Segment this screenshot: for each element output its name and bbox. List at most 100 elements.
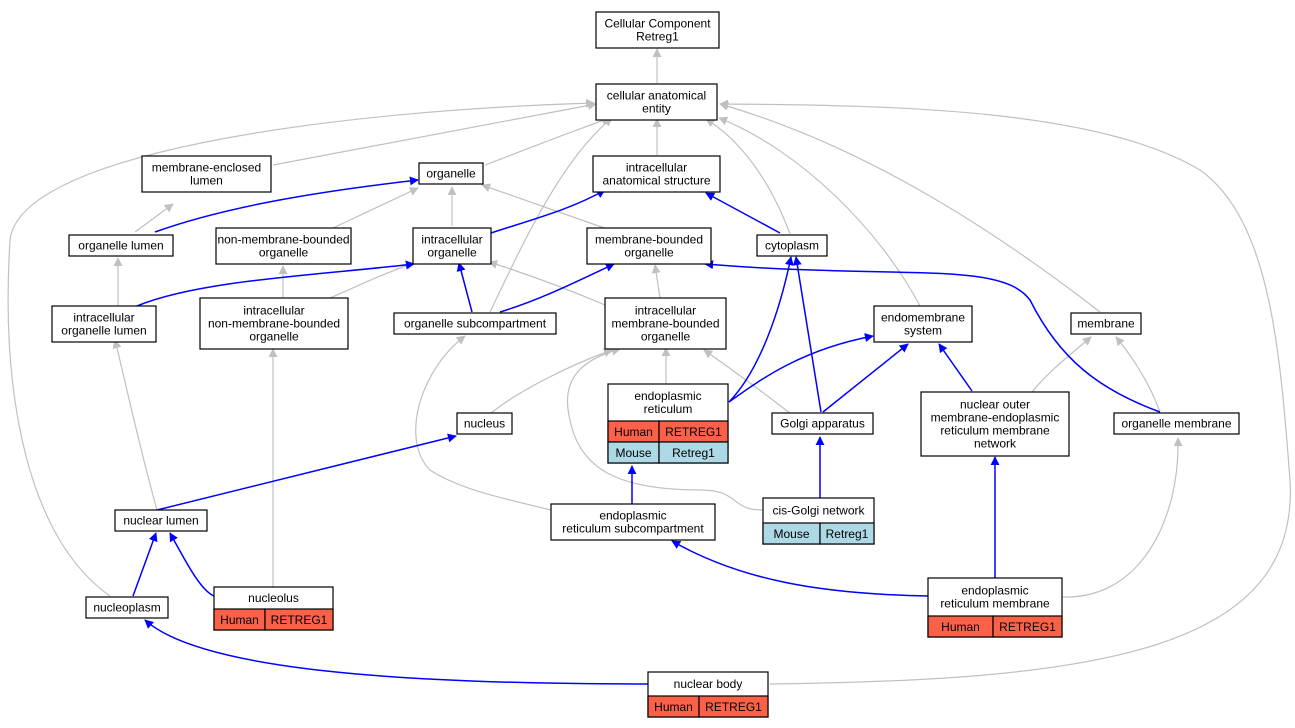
edge-is-a [332, 187, 419, 229]
gene-cell [264, 608, 334, 631]
term-label-line: anatomical structure [602, 174, 710, 188]
term-label-line: membrane-enclosed [152, 161, 261, 175]
edge-is-a [651, 264, 661, 299]
edge-is-a [490, 348, 613, 414]
term-box [586, 227, 712, 265]
edge-is-a [488, 260, 606, 306]
gene-label: RETREG1 [705, 700, 762, 714]
term-label-line: endoplasmic [599, 509, 666, 523]
edge-is-a [1031, 336, 1092, 393]
term-label-line: nucleus [464, 417, 505, 431]
term-label-line: non-membrane-bounded [217, 233, 349, 247]
term-box [199, 297, 349, 350]
gene-label: RETREG1 [999, 620, 1056, 634]
term-label-line: Retreg1 [636, 30, 679, 44]
edge-is-a [703, 349, 792, 415]
edge-is-a [1061, 437, 1183, 598]
term-box [215, 227, 352, 265]
edge-is-a [329, 261, 415, 299]
go-term-membrane[interactable]: membrane [1070, 312, 1142, 335]
species-label: Human [614, 425, 653, 439]
gene-cell [819, 522, 875, 545]
term-box [771, 412, 874, 435]
term-label-line: membrane-bounded [595, 233, 703, 247]
term-box [68, 234, 174, 257]
go-term-cytoplasm[interactable]: cytoplasm [756, 234, 828, 257]
edge-is-a [718, 116, 921, 307]
term-label-line: endoplasmic [961, 584, 1028, 598]
term-label-line: intracellular [635, 304, 696, 318]
go-term-omem[interactable]: organelle membrane [1113, 412, 1240, 435]
term-box [756, 234, 828, 257]
term-box [550, 503, 716, 541]
edge-is-a [272, 101, 597, 166]
term-label-line: organelle [426, 167, 476, 181]
gene-cell [698, 695, 769, 718]
edge-part-of [499, 263, 615, 313]
go-term-nomer[interactable]: nuclear outermembrane-endoplasmicreticul… [920, 391, 1070, 457]
term-label-line: nuclear outer [960, 398, 1030, 412]
species-label: Human [941, 620, 980, 634]
term-label-line: organelle subcompartment [404, 317, 547, 331]
go-term-nucleoplasm[interactable]: nucleoplasm [85, 596, 169, 619]
go-term-nlumen[interactable]: nuclear lumen [114, 509, 208, 532]
term-label-line: membrane [1077, 317, 1135, 331]
term-label-line: intracellular [243, 304, 304, 318]
edge-is-a [1115, 336, 1161, 413]
term-label-line: membrane-endoplasmic [931, 411, 1060, 425]
species-label: Human [220, 613, 259, 627]
go-term-golgi[interactable]: Golgi apparatus [771, 412, 874, 435]
term-label-line: organelle [624, 246, 674, 260]
edge-layer [7, 48, 1291, 685]
edge-is-a [7, 98, 595, 597]
edge-is-a [481, 183, 611, 231]
edge-part-of [728, 256, 794, 403]
term-label-line: nucleoplasm [93, 601, 160, 615]
term-box [595, 11, 720, 49]
go-term-olumen[interactable]: organelle lumen [68, 234, 174, 257]
term-label-line: organelle lumen [78, 239, 163, 253]
go-term-nucleus[interactable]: nucleus [456, 412, 513, 435]
gene-cell [992, 615, 1063, 638]
go-term-organelle[interactable]: organelle [418, 162, 484, 185]
go-term-inmbo[interactable]: intracellularnon-membrane-boundedorganel… [199, 297, 349, 350]
term-box [114, 509, 208, 532]
species-label: Mouse [773, 527, 809, 541]
term-label-line: organelle membrane [1121, 417, 1231, 431]
term-label-line: network [974, 437, 1017, 451]
term-label-line: organelle [427, 246, 477, 260]
edge-part-of [704, 260, 1161, 413]
edge-part-of [792, 256, 822, 413]
edge-is-a [134, 203, 174, 233]
term-label-line: cis-Golgi network [772, 504, 865, 518]
species-label: Mouse [615, 446, 651, 460]
term-box [456, 412, 513, 435]
go-term-osc[interactable]: organelle subcompartment [393, 312, 557, 335]
term-label-line: lumen [190, 174, 223, 188]
term-label-line: nuclear body [674, 677, 743, 691]
term-label-line: Cellular Component [604, 17, 711, 31]
